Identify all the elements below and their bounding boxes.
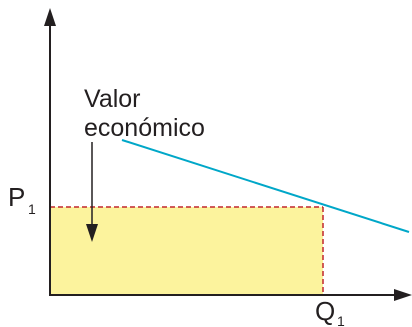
- y-axis-label-sub: 1: [28, 201, 36, 217]
- annotation-line-2: económico: [84, 114, 205, 142]
- annotation-arrow-icon: [86, 224, 98, 242]
- y-axis-label-main: P: [8, 182, 25, 212]
- demand-line: [121, 139, 410, 233]
- economic-value-area: [50, 207, 323, 295]
- x-axis-label-main: Q: [315, 296, 335, 326]
- y-axis-arrow-icon: [44, 8, 56, 26]
- annotation-line-1: Valor: [84, 85, 141, 113]
- x-axis-arrow-icon: [394, 289, 412, 301]
- x-axis-label-sub: 1: [337, 313, 345, 327]
